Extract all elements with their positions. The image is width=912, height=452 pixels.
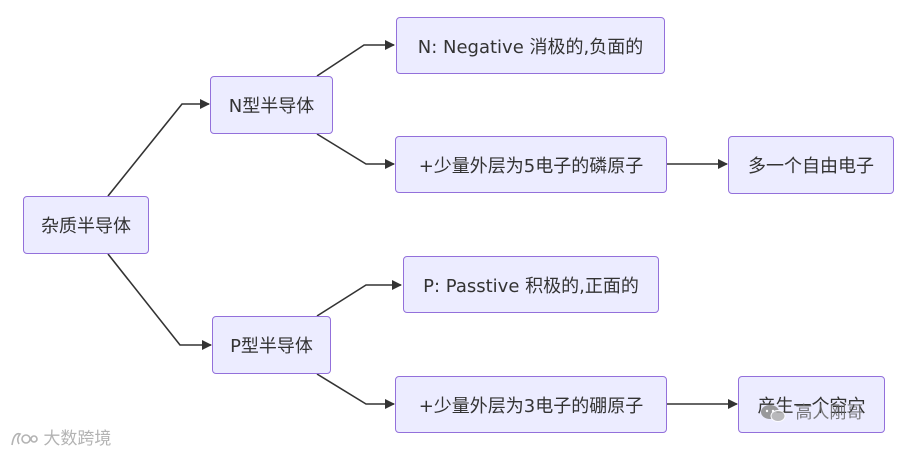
node-n-detail: +少量外层为5电子的磷原子 [395,136,667,193]
watermark-right: 高人刚哥 [760,398,863,423]
edge-p-type-to-detail [316,373,395,409]
node-n-type-semiconductor: N型半导体 [210,76,333,134]
watermark-left-text: 大数跨境 [43,429,112,449]
watermark-logo-icon [11,432,38,446]
node-n-meaning: N: Negative 消极的,负面的 [396,17,665,74]
wechat-icon [761,405,786,422]
node-p-meaning: P: Passtive 积极的,正面的 [403,256,659,313]
edge-n-type-to-detail [316,133,395,169]
node-n-result: 多一个自由电子 [728,136,894,194]
watermark-left: 大数跨境 [10,424,111,449]
edge-root-to-p-type [107,253,212,350]
node-p-type-semiconductor: P型半导体 [212,316,331,374]
edge-root-to-n-type [107,99,210,197]
edge-n-type-to-meaning [316,40,395,77]
node-p-detail: +少量外层为3电子的硼原子 [395,376,667,433]
node-impurity-semiconductor: 杂质半导体 [23,196,149,254]
watermark-right-text: 高人刚哥 [795,403,864,423]
edge-p-type-to-meaning [316,280,402,317]
node-p-result: 产生一个空穴 [738,376,885,433]
